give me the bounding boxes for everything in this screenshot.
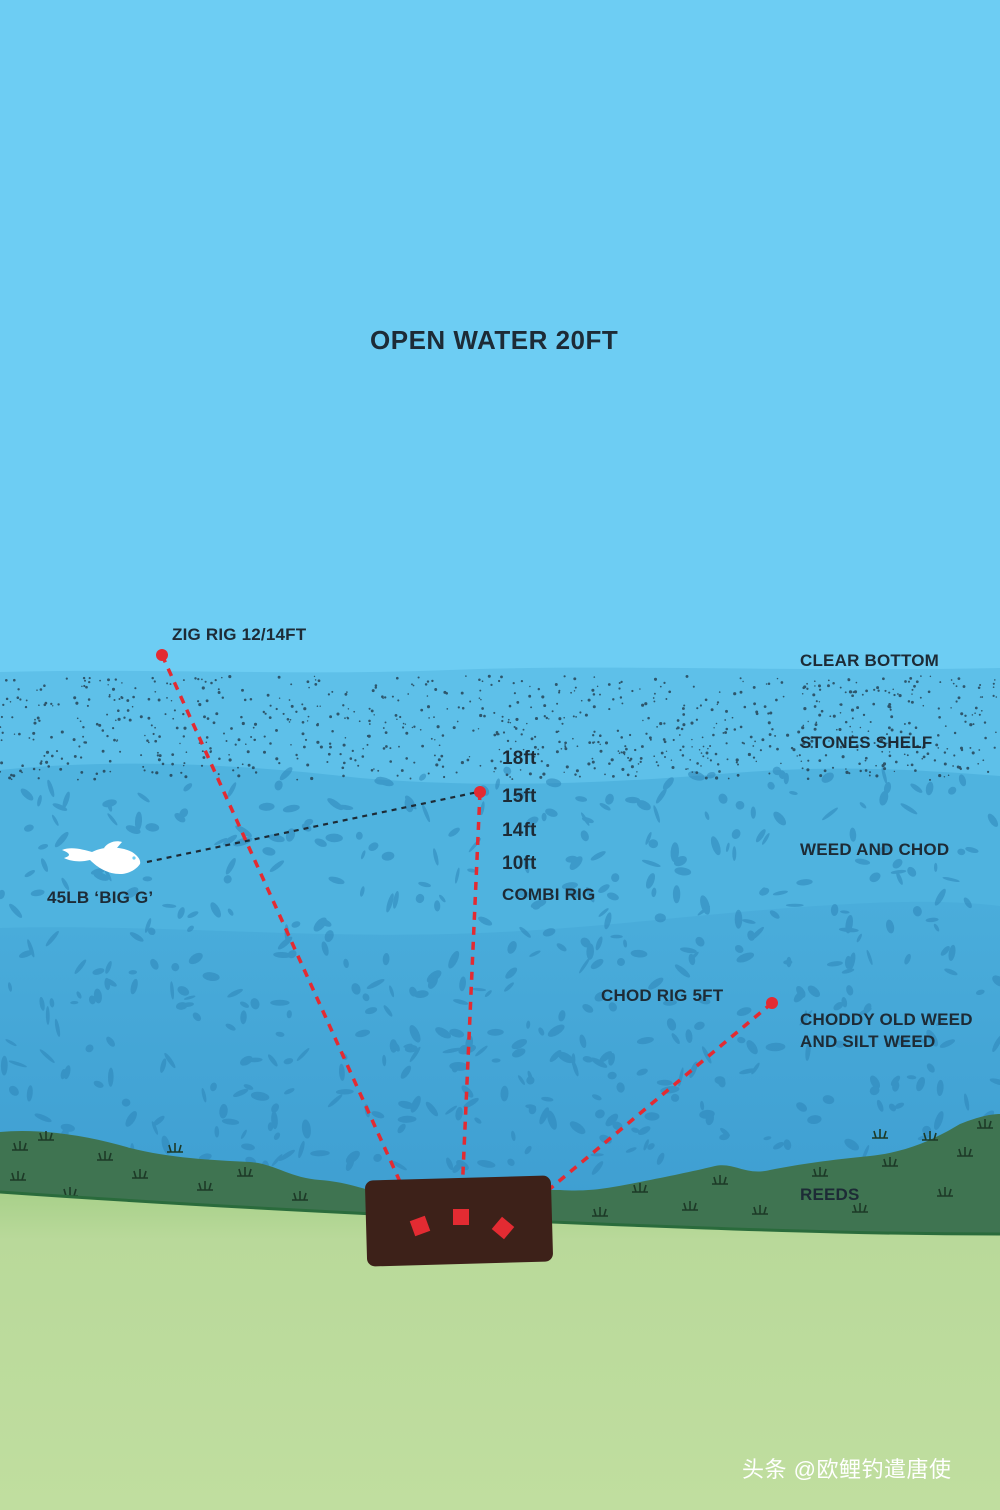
carp-silhouette	[62, 841, 141, 874]
chod-rig-label: CHOD RIG 5FT	[601, 986, 724, 1005]
zig-rig-marker	[156, 649, 168, 661]
combi-rig-marker	[474, 786, 486, 798]
depth-label-3: 14ft	[502, 820, 537, 841]
fish-pointer-line	[146, 790, 479, 864]
chod-rod-marker	[491, 1216, 515, 1240]
combi-rig-line	[459, 791, 482, 1218]
depth-label-1: 18ft	[502, 748, 537, 769]
depth-label-4: 10ft	[502, 853, 537, 874]
weed-texture	[0, 766, 1000, 1180]
reeds-label: REEDS	[800, 1185, 860, 1204]
weed-and-chod-label: WEED AND CHOD	[800, 840, 950, 859]
chod-rig-marker	[766, 997, 778, 1009]
depth-label-2: 15ft	[502, 786, 537, 807]
zig-rig-label: ZIG RIG 12/14FT	[172, 625, 307, 644]
bank-edge	[0, 1190, 1000, 1236]
watermark: 头条 @欧鲤钓遣唐使	[742, 1457, 952, 1482]
stones-shelf-label: STONES SHELF	[800, 733, 933, 752]
choddy-old-weed-label: CHODDY OLD WEED AND SILT WEED	[800, 1010, 973, 1051]
zig-rod-marker	[409, 1215, 431, 1237]
combi-rig-label: COMBI RIG	[502, 885, 596, 904]
fish-label: 45LB ‘BIG G’	[47, 888, 154, 907]
diagram-title: OPEN WATER 20FT	[370, 325, 619, 355]
clear-bottom-label: CLEAR BOTTOM	[800, 651, 940, 670]
stones-speckles	[0, 674, 998, 781]
reed-tufts	[10, 1119, 993, 1217]
ground	[0, 1192, 1000, 1510]
combi-rod-marker	[453, 1209, 469, 1225]
